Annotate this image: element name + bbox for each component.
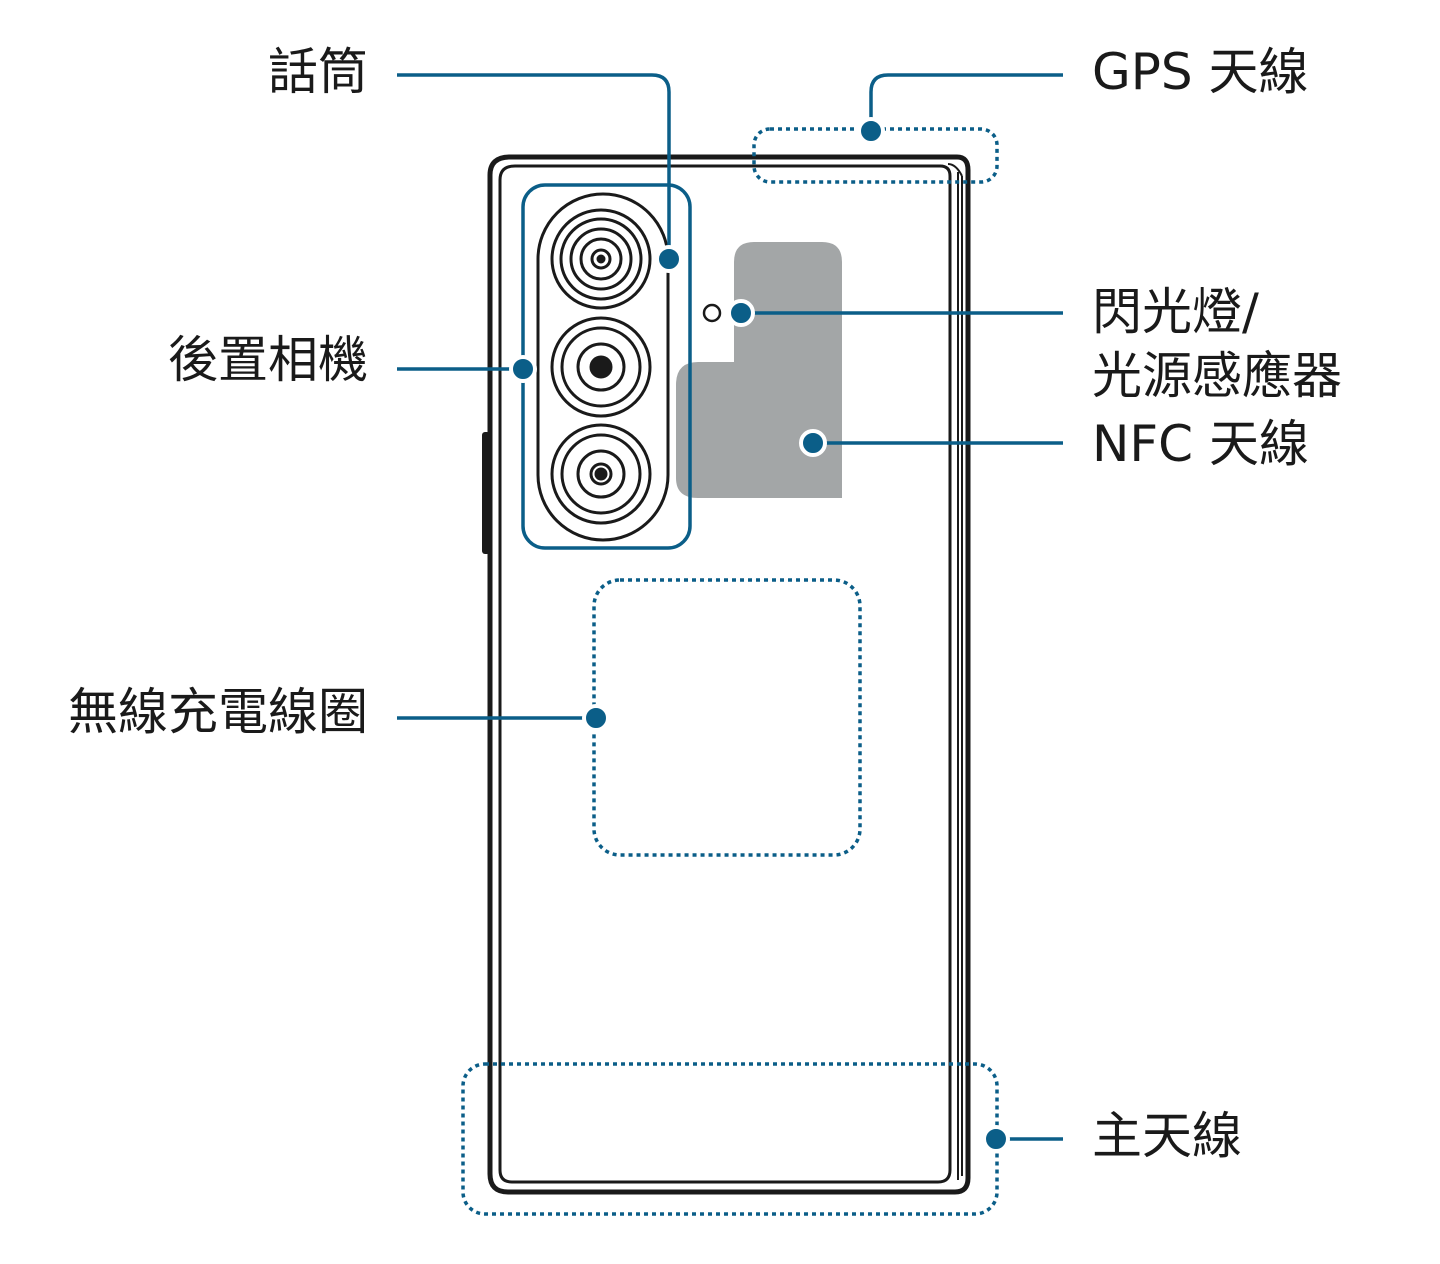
gps-callout-line	[869, 73, 1063, 131]
gps-antenna-label: GPS 天線	[1092, 43, 1309, 101]
callout-dots	[509, 117, 1010, 1153]
nfc-antenna-area	[676, 242, 842, 498]
nfc-dot	[799, 429, 827, 457]
phone-body	[482, 154, 971, 1195]
wireless-coil-label: 無線充電線圈	[68, 683, 368, 741]
highlight-regions	[461, 127, 999, 1216]
flash-label-line1: 閃光燈/	[1092, 283, 1259, 341]
receiver-dot	[655, 245, 683, 273]
phone-outer-outline	[487, 154, 971, 1195]
gps-dot	[857, 117, 885, 145]
camera-lens-bottom	[550, 423, 652, 525]
callouts	[397, 73, 1063, 1141]
camera-lens-middle	[550, 316, 652, 418]
phone-inner-outline	[498, 164, 952, 1184]
main-antenna-dot	[982, 1125, 1010, 1153]
phone-corner-detail	[947, 163, 963, 177]
rear-camera-label: 後置相機	[168, 331, 368, 389]
wireless-coil-dot	[582, 704, 610, 732]
wireless-coil-region	[592, 578, 862, 857]
camera-lens-top	[550, 208, 652, 310]
camera-housing	[536, 192, 670, 542]
flash-sensor-icon	[702, 303, 722, 323]
main-antenna-label: 主天線	[1092, 1107, 1242, 1165]
nfc-antenna-label: NFC 天線	[1092, 415, 1309, 473]
receiver-label: 話筒	[268, 43, 368, 101]
receiver-callout-line	[397, 73, 671, 259]
rear-camera-dot	[509, 355, 537, 383]
camera-module	[536, 192, 670, 542]
flash-dot	[727, 299, 755, 327]
flash-label-line2: 光源感應器	[1092, 347, 1342, 405]
side-button	[482, 432, 490, 554]
